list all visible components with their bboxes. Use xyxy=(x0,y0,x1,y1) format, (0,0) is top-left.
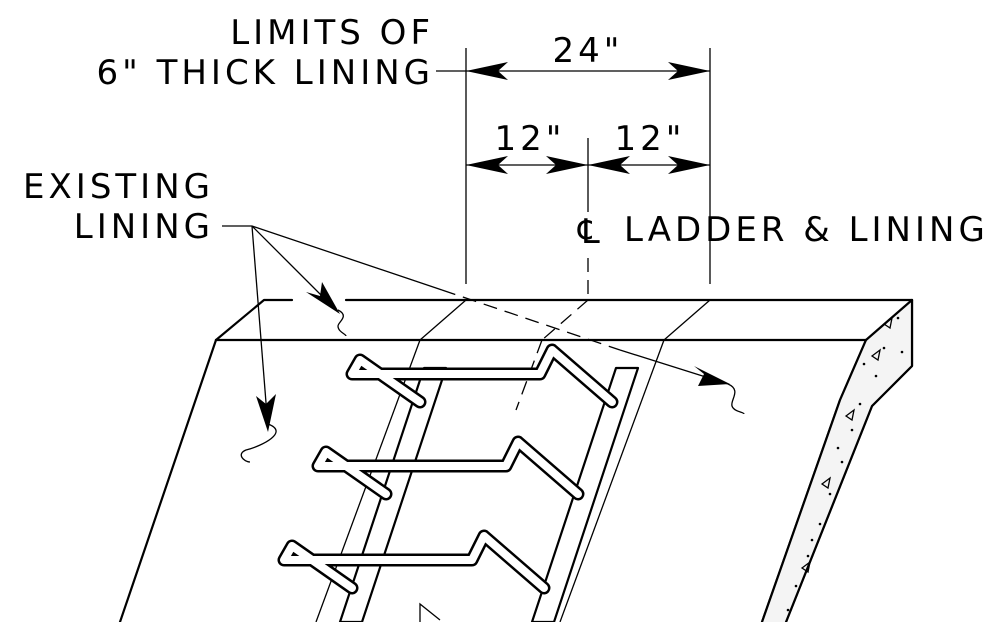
leader-arrowhead-1 xyxy=(256,394,276,432)
concrete-stipple xyxy=(786,316,904,612)
arrowhead-24-left xyxy=(466,62,508,80)
limits-label-line2: 6" THICK LINING xyxy=(97,53,435,93)
centerline-top-dashed xyxy=(541,299,589,341)
ladder-rung-3 xyxy=(277,529,551,595)
arrowhead-12b-right xyxy=(668,156,710,174)
centerline-symbol: ℄ xyxy=(577,212,604,252)
dimension-24-label: 24" xyxy=(553,31,624,71)
concrete-section-fill xyxy=(762,300,912,622)
centerline-wall-dashed xyxy=(515,339,543,411)
existing-label-line1: EXISTING xyxy=(23,167,214,207)
break-squiggle-2 xyxy=(337,309,347,337)
wall-left-edge xyxy=(118,338,218,622)
dimension-12-left-label: 12" xyxy=(495,119,566,159)
slab-end-edge xyxy=(864,298,914,342)
wall-back-edge-overlay xyxy=(784,298,914,622)
ladder-rung-1 xyxy=(345,343,619,409)
leader-arrowhead-2 xyxy=(306,282,340,314)
wall-front-edge-overlay xyxy=(760,338,868,622)
slab-top-left-edge xyxy=(214,298,294,342)
break-squiggle-1 xyxy=(240,423,277,463)
bottom-partial-mark xyxy=(419,602,441,622)
leader-arrowhead-3 xyxy=(694,366,730,386)
limits-label-line1: LIMITS OF xyxy=(230,13,434,53)
lining-limit-top-right xyxy=(663,299,711,341)
existing-label-line2: LINING xyxy=(74,207,214,247)
lining-limit-top-left xyxy=(419,299,467,341)
arrowhead-12b-left xyxy=(588,156,630,174)
break-squiggle-3 xyxy=(727,383,745,415)
ladder-rail-right xyxy=(530,366,640,622)
arrowhead-24-right xyxy=(668,62,710,80)
ladder-rung-2 xyxy=(311,435,585,501)
lining-limit-wall-right xyxy=(559,339,665,622)
existing-leader-1 xyxy=(251,225,269,429)
centerline-label: LADDER & LINING xyxy=(624,210,989,250)
dimension-12-right-label: 12" xyxy=(615,119,686,159)
arrowhead-12a-right xyxy=(546,156,588,174)
existing-leader-3a xyxy=(251,225,443,291)
arrowhead-12a-left xyxy=(466,156,508,174)
